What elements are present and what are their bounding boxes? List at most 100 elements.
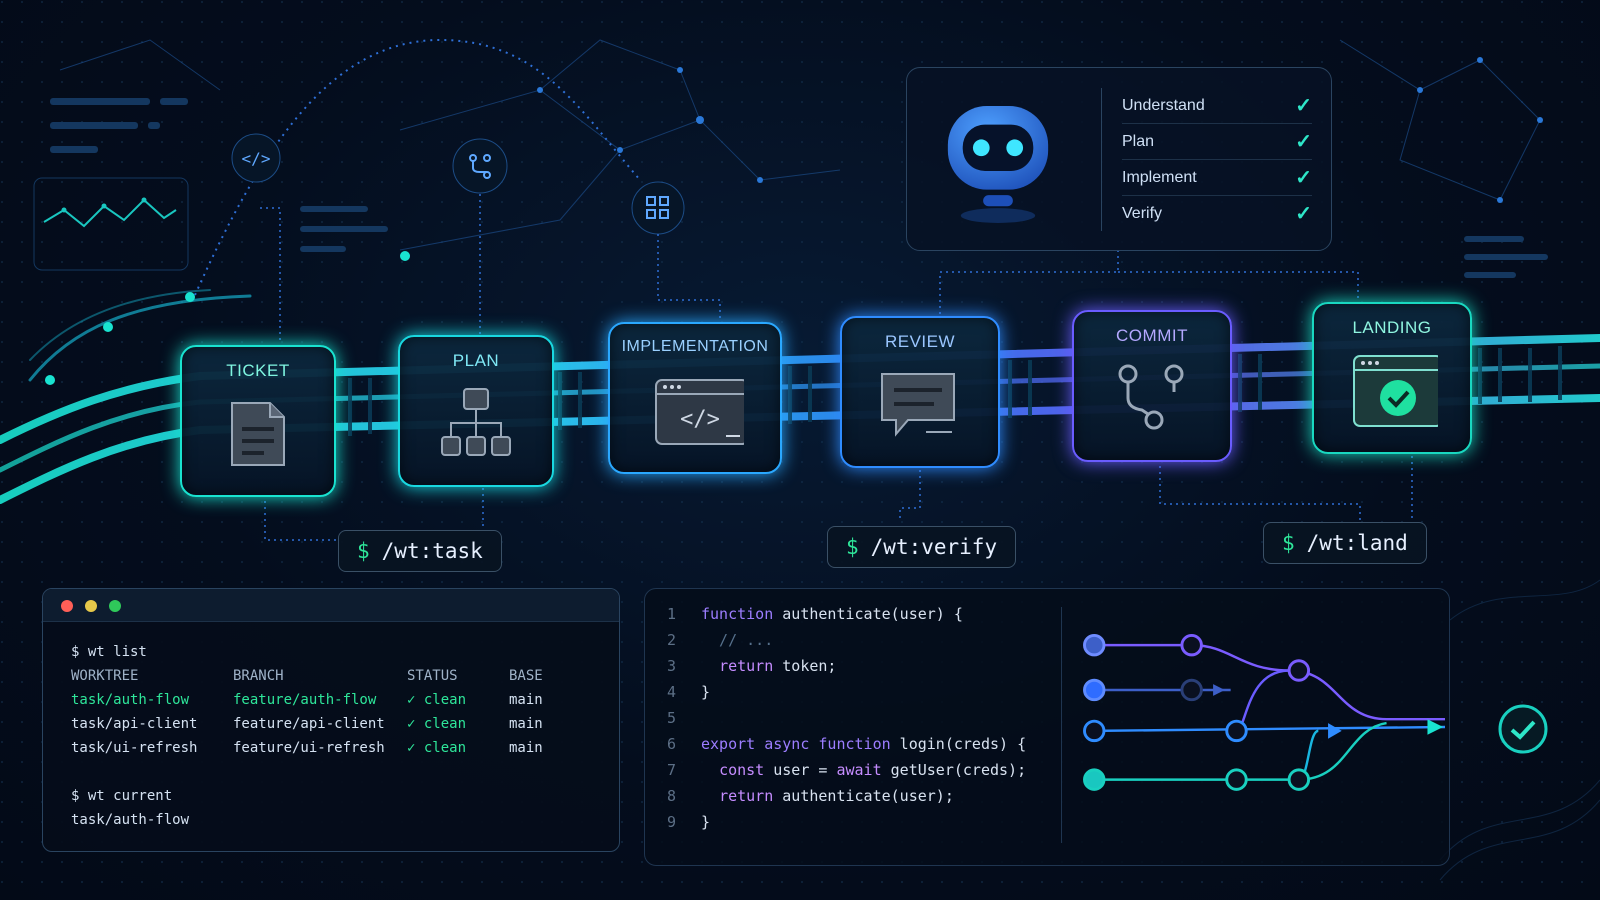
stage-card-ticket[interactable]: TICKET (180, 345, 336, 497)
terminal-row: task/auth-flow feature/auth-flow ✓ clean… (71, 688, 619, 712)
row-branch: feature/ui-refresh (233, 740, 385, 756)
code-text: function authenticate(user) { (701, 605, 963, 623)
stage-label: REVIEW (884, 332, 956, 351)
stage-card-plan[interactable]: PLAN (398, 335, 554, 487)
line-number: 7 (667, 761, 677, 779)
terminal-row: task/ui-refresh feature/ui-refresh ✓ cle… (71, 736, 619, 760)
row-base: main (509, 716, 543, 732)
header-branch: BRANCH (233, 668, 284, 684)
code-text: } (701, 683, 711, 701)
code-line: 3 return token; (667, 653, 1026, 679)
prompt-symbol: $ (846, 535, 859, 559)
terminal-output: $ wt list WORKTREE BRANCH STATUS BASE ta… (43, 622, 619, 832)
agent-step-label: Verify (1122, 204, 1163, 222)
stage-label: COMMIT (1116, 326, 1188, 345)
code-text: } (701, 813, 711, 831)
close-dot-icon[interactable] (61, 600, 73, 612)
row-status: ✓ clean (407, 740, 467, 756)
header-worktree: WORKTREE (71, 668, 139, 684)
row-base: main (509, 692, 543, 708)
code-text: export async function login(creds) { (701, 735, 1027, 753)
agent-step: Verify ✓ (1122, 196, 1312, 231)
document-icon (231, 402, 285, 466)
robot-icon (947, 106, 1049, 223)
row-worktree: task/auth-flow (71, 692, 190, 708)
row-worktree: task/api-client (71, 716, 198, 732)
stage-label: TICKET (226, 361, 290, 380)
merge-check-icon (1498, 704, 1548, 754)
line-number: 5 (667, 709, 677, 727)
row-base: main (509, 740, 543, 756)
svg-text:</>: </> (680, 407, 720, 432)
terminal-command: $ wt list (71, 644, 147, 660)
command-wt-land[interactable]: $ /wt:land (1263, 522, 1427, 564)
stage-card-commit[interactable]: COMMIT (1072, 310, 1232, 462)
agent-step: Plan ✓ (1122, 124, 1312, 160)
code-line: 6 export async function login(creds) { (667, 731, 1026, 757)
command-text: /wt:task (381, 539, 483, 563)
row-branch: feature/auth-flow (233, 692, 377, 708)
line-number: 6 (667, 735, 677, 753)
minimize-dot-icon[interactable] (85, 600, 97, 612)
line-number: 1 (667, 605, 677, 623)
maximize-dot-icon[interactable] (109, 600, 121, 612)
agent-step-label: Implement (1122, 168, 1197, 186)
code-text: return authenticate(user); (719, 787, 954, 805)
command-wt-task[interactable]: $ /wt:task (338, 530, 502, 572)
stage-card-review[interactable]: REVIEW (840, 316, 1000, 468)
git-graph (1083, 633, 1445, 791)
stage-label: LANDING (1352, 318, 1432, 337)
header-status: STATUS (407, 668, 458, 684)
hierarchy-icon (441, 388, 511, 456)
prompt-symbol: $ (357, 539, 370, 563)
agent-checklist-panel: Understand ✓ Plan ✓ Implement ✓ Verify ✓ (906, 67, 1332, 251)
code-text: const user = await getUser(creds); (719, 761, 1027, 779)
check-window-icon (1353, 355, 1438, 427)
comment-icon (881, 373, 955, 437)
stage-label: IMPLEMENTATION (621, 338, 769, 355)
svg-text:</>: </> (242, 149, 271, 168)
code-line: 8 return authenticate(user); (667, 783, 1026, 809)
row-worktree: task/ui-refresh (71, 740, 198, 756)
terminal-row: task/api-client feature/api-client ✓ cle… (71, 712, 619, 736)
command-wt-verify[interactable]: $ /wt:verify (827, 526, 1017, 568)
stage-card-landing[interactable]: LANDING (1312, 302, 1472, 454)
stage-label: PLAN (452, 351, 500, 370)
terminal-header-row: WORKTREE BRANCH STATUS BASE (71, 664, 619, 688)
terminal-command: $ wt current (71, 788, 173, 804)
line-number: 8 (667, 787, 677, 805)
code-line: 2 // ... (667, 627, 1026, 653)
line-number: 4 (667, 683, 677, 701)
line-number: 9 (667, 813, 677, 831)
agent-step: Implement ✓ (1122, 160, 1312, 196)
command-text: /wt:verify (870, 535, 998, 559)
prompt-symbol: $ (1282, 531, 1295, 555)
checkmark-icon: ✓ (1295, 95, 1312, 117)
code-text: // ... (701, 631, 774, 649)
row-branch: feature/api-client (233, 716, 385, 732)
stage-card-implementation[interactable]: IMPLEMENTATION </> (608, 322, 782, 474)
row-status: ✓ clean (407, 716, 467, 732)
checkmark-icon: ✓ (1295, 203, 1312, 225)
agent-step-label: Plan (1122, 132, 1155, 150)
code-line: 1 function authenticate(user) { (667, 601, 1026, 627)
code-window-icon: </> (655, 379, 744, 445)
panel-divider (1061, 607, 1062, 843)
agent-step-label: Understand (1122, 96, 1205, 114)
command-text: /wt:land (1306, 531, 1408, 555)
code-text: return token; (719, 657, 837, 675)
code-line: 9} (667, 809, 1026, 835)
line-number: 3 (667, 657, 677, 675)
checkmark-icon: ✓ (1295, 167, 1312, 189)
agent-step-list: Understand ✓ Plan ✓ Implement ✓ Verify ✓ (1101, 88, 1312, 231)
code-line: 5 (667, 705, 1026, 731)
git-branch-icon (1118, 364, 1184, 430)
checkmark-icon: ✓ (1295, 131, 1312, 153)
row-status: ✓ clean (407, 692, 467, 708)
code-line: 7 const user = await getUser(creds); (667, 757, 1026, 783)
terminal-titlebar (43, 589, 619, 622)
code-line: 4} (667, 679, 1026, 705)
terminal-window[interactable]: $ wt list WORKTREE BRANCH STATUS BASE ta… (42, 588, 620, 852)
